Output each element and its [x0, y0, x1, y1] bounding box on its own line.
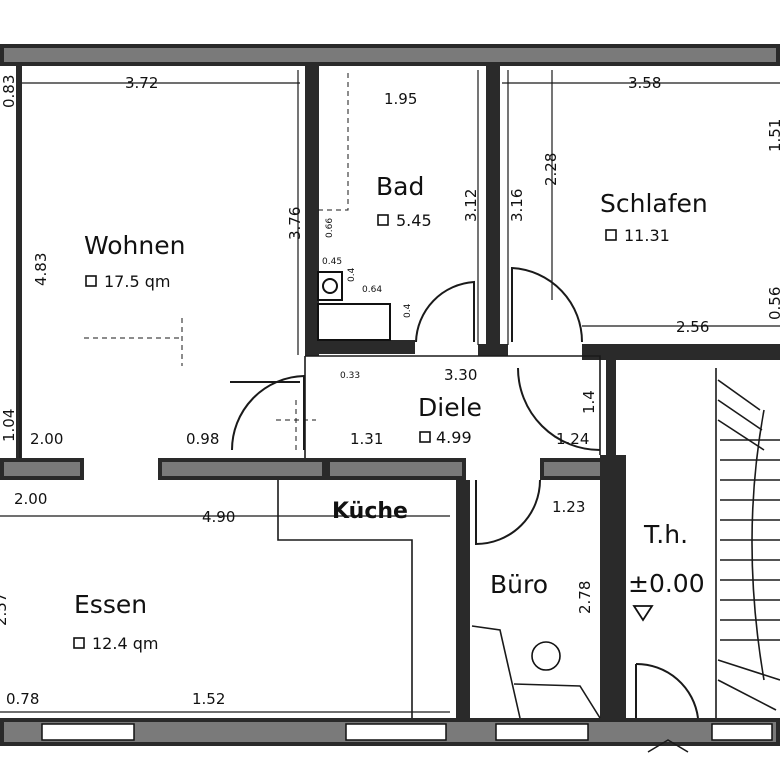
dim-essen-078: 0.78	[6, 690, 39, 708]
buero-desk-left	[471, 625, 521, 719]
wall-stair-left	[606, 344, 616, 459]
door-buero	[475, 479, 541, 546]
dim-essen-152: 1.52	[192, 690, 225, 708]
stair-steps	[715, 368, 780, 718]
wall-bad-bottom-right	[478, 344, 508, 356]
level-marker-icon	[632, 605, 654, 622]
doors	[230, 266, 699, 753]
dim-wall-098: 0.98	[186, 430, 219, 448]
entrance-arrow-icon	[647, 739, 689, 753]
door-wohnen	[231, 374, 305, 451]
dim-right-edge-151: 1.51	[766, 119, 780, 152]
dimension-labels: 3.72 0.83 4.83 3.76 1.04 2.00 0.98 1.95 …	[0, 74, 780, 708]
window-buero	[495, 723, 589, 741]
room-name-essen: Essen	[74, 590, 147, 619]
dim-buero-278: 2.78	[576, 581, 594, 614]
room-area-wohnen: 17.5 qm	[104, 272, 170, 291]
window-stair	[711, 723, 773, 741]
room-name-wohnen: Wohnen	[84, 231, 185, 260]
dim-bad-width: 1.95	[384, 90, 417, 108]
wall-buero-left	[456, 480, 470, 725]
dim-diele-330: 3.30	[444, 366, 477, 384]
dim-diele-131: 1.31	[350, 430, 383, 448]
room-labels: Wohnen 17.5 qm Bad 5.45 Schlafen 11.31 D…	[73, 172, 708, 653]
dim-schlafen-256: 2.56	[676, 318, 709, 336]
dim-left-edge-top: 0.83	[0, 75, 18, 108]
wall-bad-schlafen	[486, 66, 500, 356]
area-square-icon	[605, 229, 617, 241]
dim-right-edge-056: 0.56	[766, 287, 780, 320]
bad-toilet-bowl	[322, 278, 338, 294]
dim-essen-200: 2.00	[14, 490, 47, 508]
bad-shower	[317, 303, 391, 341]
door-entrance	[635, 662, 699, 719]
wall-bad-bottom	[305, 340, 415, 354]
dim-schlafen-316: 3.16	[508, 189, 526, 222]
room-name-treppenhaus: T.h.	[643, 520, 688, 549]
wall-buero-right	[600, 455, 626, 725]
wall-mid-segment-fill	[162, 462, 322, 476]
room-name-bad: Bad	[376, 172, 424, 201]
wall-kitchen-top-fill	[330, 462, 462, 476]
dim-bad-045: 0.45	[322, 257, 342, 267]
room-name-diele: Diele	[418, 393, 482, 422]
room-name-kueche: Küche	[332, 499, 408, 524]
dim-essen-257: 2.57	[0, 593, 10, 626]
dim-bad-312: 3.12	[462, 189, 480, 222]
dim-buero-123: 1.23	[552, 498, 585, 516]
dim-bad-066: 0.66	[325, 218, 335, 238]
buero-chair	[531, 641, 561, 671]
room-name-schlafen: Schlafen	[600, 189, 708, 218]
dim-bottom-left-2: 2.00	[30, 430, 63, 448]
room-area-diele: 4.99	[436, 428, 472, 447]
room-level-treppenhaus: ±0.00	[628, 569, 705, 598]
door-stair	[517, 367, 601, 451]
dim-schlafen-width: 3.58	[628, 74, 661, 92]
dim-schlafen-228: 2.28	[542, 153, 560, 186]
dim-bad-064: 0.64	[362, 285, 382, 295]
wall-wohnen-bad	[305, 66, 319, 356]
dim-wohnen-height: 4.83	[32, 253, 50, 286]
bad-toilet-box	[317, 271, 343, 301]
area-square-icon	[85, 275, 97, 287]
room-area-schlafen: 11.31	[624, 226, 670, 245]
top-outer-wall-fill	[4, 48, 776, 62]
dim-left-edge-bottom: 1.04	[0, 409, 18, 442]
dim-top-left: 3.72	[125, 74, 158, 92]
window-essen-left	[41, 723, 135, 741]
room-area-bad: 5.45	[396, 211, 432, 230]
dim-wohnen-right: 3.76	[286, 207, 304, 240]
diele-outline	[305, 355, 601, 455]
buero-desk-right	[513, 683, 601, 719]
dim-diele-124: 1.24	[556, 430, 589, 448]
wall-schlafen-bottom	[582, 344, 780, 360]
dim-bad-04b: 0.4	[403, 303, 413, 318]
dim-diele-033: 0.33	[340, 371, 360, 381]
dim-bad-04a: 0.4	[347, 267, 357, 282]
area-square-icon	[419, 431, 431, 443]
wall-left-segment-fill	[4, 462, 80, 476]
bad-dashed-fixture	[318, 70, 349, 211]
dim-essen-490: 4.90	[202, 508, 235, 526]
wall-left-inner	[16, 66, 22, 458]
area-square-icon	[73, 637, 85, 649]
room-area-essen: 12.4 qm	[92, 634, 158, 653]
dim-diele-14: 1.4	[580, 390, 598, 414]
thin-lines	[0, 70, 780, 719]
walls	[0, 44, 780, 746]
room-name-buero: Büro	[490, 570, 548, 599]
door-bad	[415, 280, 475, 343]
door-schlafen	[511, 266, 584, 343]
kitchen-counter-outline	[277, 480, 413, 718]
window-essen-right	[345, 723, 447, 741]
area-square-icon	[377, 214, 389, 226]
